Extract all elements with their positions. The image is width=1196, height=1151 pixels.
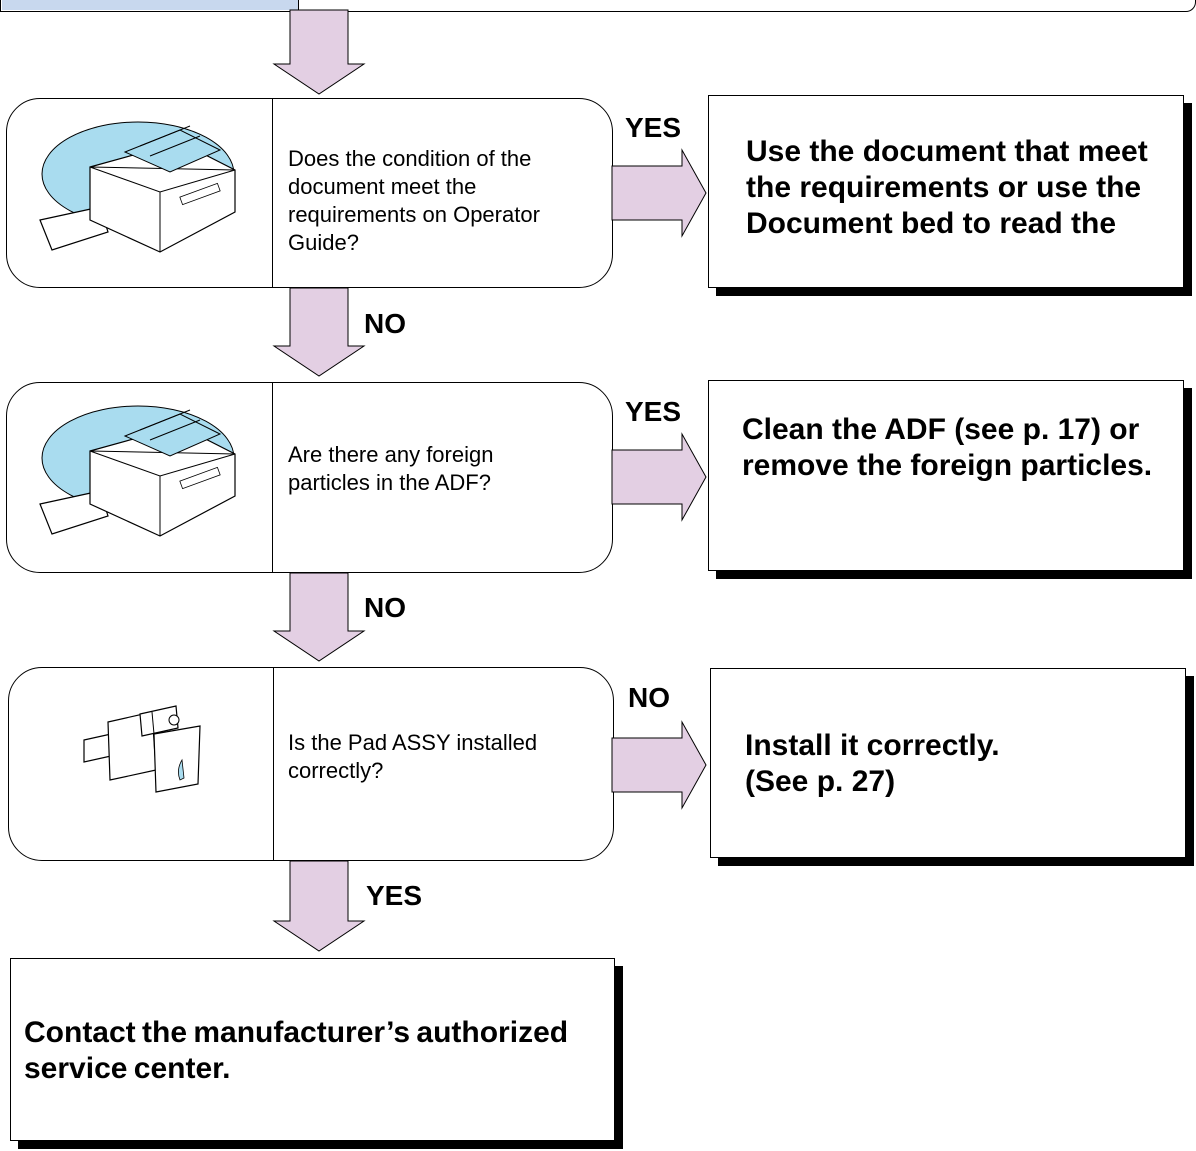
next-label-1: NO [364, 308, 406, 339]
down-arrow-1 [272, 9, 366, 95]
branch-label-3: NO [628, 682, 670, 713]
final-action-text: Contact the manufacturer’s authorized se… [24, 1016, 569, 1085]
scanner-icon [39, 405, 236, 537]
action-text-2: Clean the ADF (see p. 17) or remove the … [742, 413, 1153, 482]
action-text-3a: Install it correctly. [745, 729, 1000, 762]
action-text-1: Use the document that meet the requireme… [746, 135, 1148, 240]
action-box-1 [708, 95, 1184, 288]
right-arrow-2 [611, 432, 707, 522]
final-action-box [10, 958, 615, 1141]
action-text-3b: (See p. 27) [745, 765, 896, 798]
down-arrow-2 [272, 287, 366, 377]
previous-step-highlight [2, 0, 299, 10]
branch-label-2: YES [625, 396, 682, 427]
question-text-1: Does the condition of the document meet … [288, 146, 540, 255]
question-text-3: Is the Pad ASSY installed correctly? [288, 730, 538, 783]
next-label-2: NO [364, 592, 406, 623]
branch-label-1: YES [625, 112, 682, 143]
right-arrow-1 [611, 148, 707, 238]
down-arrow-3 [272, 572, 366, 662]
down-arrow-4 [272, 860, 366, 952]
right-arrow-3 [611, 720, 707, 810]
pad-assy-icon [83, 705, 201, 793]
question-text-2: Are there any foreign particles in the A… [288, 442, 494, 495]
scanner-icon [39, 121, 236, 253]
action-box-3 [710, 668, 1186, 858]
next-label-3: YES [366, 880, 423, 911]
action-box-2 [708, 380, 1184, 571]
